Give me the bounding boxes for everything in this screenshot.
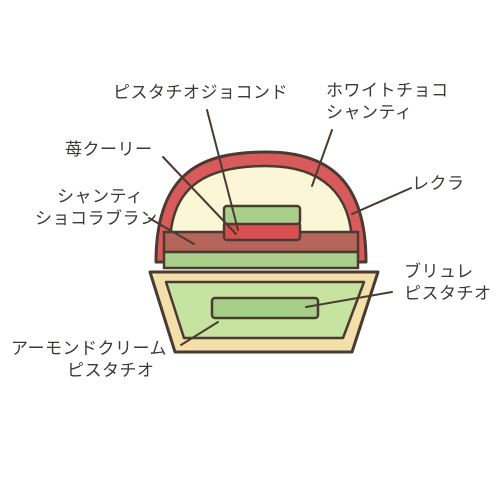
leader-almond-cream (180, 321, 219, 346)
leader-white-choco-chantilly (311, 129, 333, 187)
leader-strawberry-coulis (162, 156, 237, 235)
label-strawberry-coulis: 苺クーリー (65, 140, 153, 160)
brulee-bar (210, 296, 320, 320)
leader-chantilly-chocolat-blanc (148, 217, 195, 245)
label-pistachio-joconde: ピスタチオジョコンド (113, 83, 288, 103)
label-brulee-pistachio: ブリュレ ピスタチオ (404, 262, 492, 304)
pistachio-joconde-bar (222, 204, 302, 226)
leader-recla (351, 187, 412, 215)
leader-brulee-pistachio (305, 291, 393, 308)
label-white-choco-chantilly: ホワイトチョコ シャンティ (326, 81, 449, 123)
label-chantilly-chocolat-blanc: シャンティ ショコラブラン (35, 187, 158, 229)
leader-pistachio-joconde (206, 109, 239, 231)
label-almond-cream-pistachio: アーモンドクリーム ピスタチオ (11, 339, 167, 381)
green-base-layer (162, 250, 360, 270)
label-recla: レクラ (412, 174, 465, 194)
